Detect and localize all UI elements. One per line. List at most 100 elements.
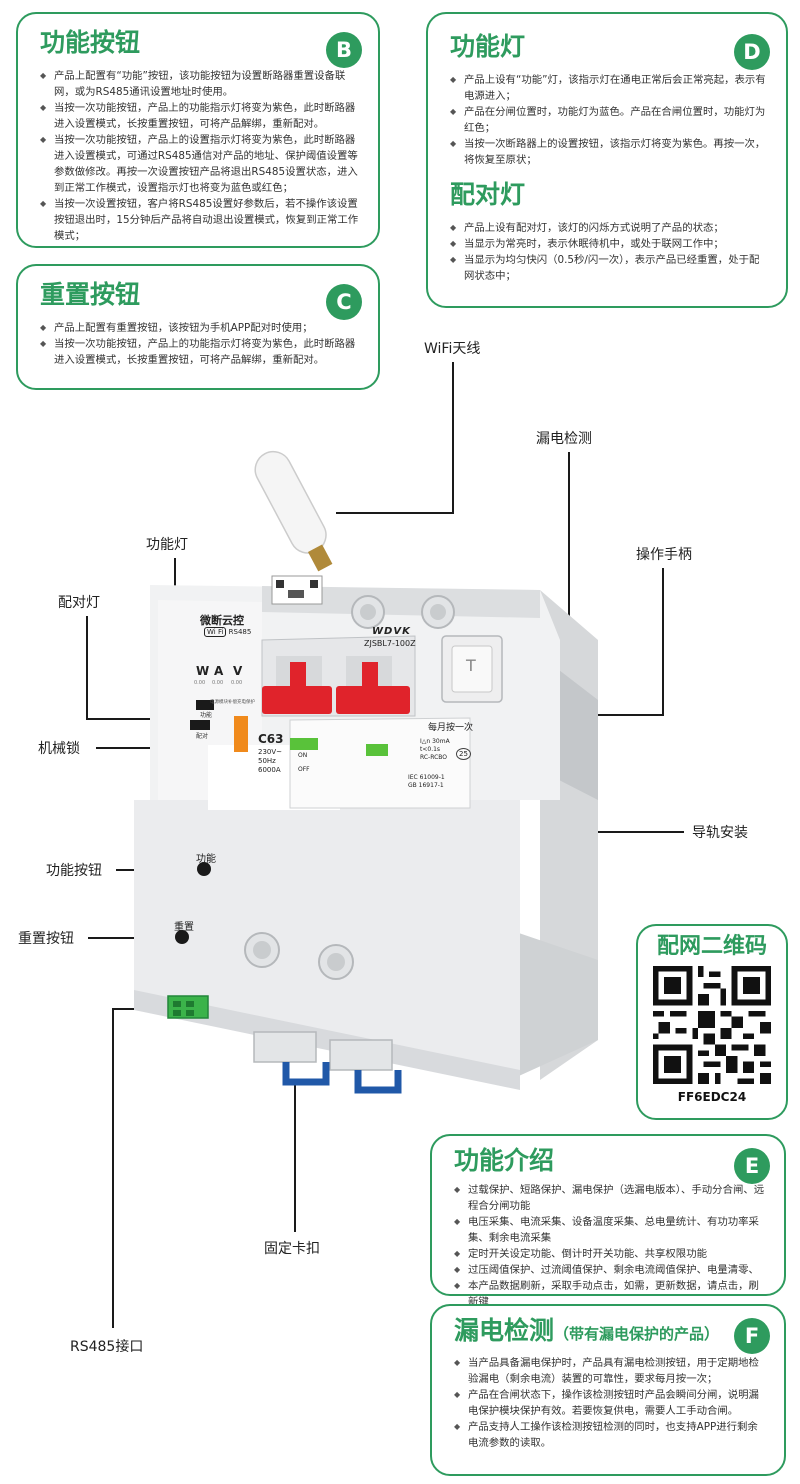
list-item: 电压采集、电流采集、设备温度采集、总电量统计、有功功率采集、剩余电流采集 xyxy=(454,1214,766,1246)
badge-c: C xyxy=(326,284,362,320)
leader-line xyxy=(452,362,454,514)
card-f-title-main: 漏电检测 xyxy=(454,1316,555,1345)
meter-v-icon: V xyxy=(233,664,243,678)
btn-func-label: 功能 xyxy=(196,854,216,865)
list-item: 产品支持人工操作该检测按钮检测的同时，也支持APP进行剩余电流参数的读取。 xyxy=(454,1419,766,1451)
model-number: ZJSBL7-100Z xyxy=(364,639,416,648)
list-item: 产品上配置有“功能”按钮，该功能按钮为设置断路器重置设备联网，或为RS485通讯… xyxy=(40,68,360,100)
list-item: 当按一次设置按钮，客户将RS485设置好参数后，若不操作该设置按钮退出时，15分… xyxy=(40,196,360,244)
card-e-title: 功能介绍 xyxy=(454,1146,555,1175)
leak-spec-3: RC-RCBO xyxy=(420,754,448,761)
qr-title: 配网二维码 xyxy=(656,934,767,959)
device-brand: 微断云控 xyxy=(200,614,244,627)
callout-pair-light: 配对灯 xyxy=(58,595,100,611)
meter-a-icon: A xyxy=(214,664,224,678)
leader-line xyxy=(408,714,664,716)
leak-spec-1: I△n 30mA xyxy=(420,738,450,745)
leader-line xyxy=(112,1010,114,1328)
small-print: 电源模块补偿充电保护 xyxy=(210,700,255,705)
card-e-list: 过载保护、短路保护、漏电保护（选漏电版本）、手动分合闸、远程合分闸功能 电压采集… xyxy=(454,1182,766,1310)
callout-mech-lock: 机械锁 xyxy=(38,741,80,757)
badge-b: B xyxy=(326,32,362,68)
leader-line xyxy=(486,668,570,670)
badge-d: D xyxy=(734,34,770,70)
meter-v-value: 0.00 xyxy=(231,680,243,686)
card-f-title: 漏电检测（带有漏电保护的产品） xyxy=(454,1314,766,1351)
list-item: 产品上设有“功能”灯，该指示灯在通电正常后会正常亮起，表示有电源进入； xyxy=(450,72,768,104)
leader-line xyxy=(88,937,180,939)
on-label: ON xyxy=(298,752,308,759)
btn-reset-label: 重置 xyxy=(174,922,194,933)
card-b-list: 产品上配置有“功能”按钮，该功能按钮为设置断路器重置设备联网，或为RS485通讯… xyxy=(40,68,360,244)
off-label: OFF xyxy=(298,766,310,773)
light-func-label: 功能 xyxy=(200,712,213,719)
list-item: 当产品具备漏电保护时，产品具有漏电检测按钮，用于定期地检验漏电（剩余电流）装置的… xyxy=(454,1355,766,1387)
card-c-list: 产品上配置有重置按钮，该按钮为手机APP配对时使用； 当按一次功能按钮，产品上的… xyxy=(40,320,360,368)
card-reset-button: C 重置按钮 产品上配置有重置按钮，该按钮为手机APP配对时使用； 当按一次功能… xyxy=(16,264,380,390)
model-logo: WDVK xyxy=(372,626,411,637)
callout-wifi-antenna: WiFi天线 xyxy=(424,341,481,357)
list-item: 当显示为常亮时，表示休眠待机中，或处于联网工作中； xyxy=(450,236,768,252)
leader-line xyxy=(174,558,176,702)
leak-spec-2: t<0.1s xyxy=(420,746,441,753)
card-d-list: 产品上设有“功能”灯，该指示灯在通电正常后会正常亮起，表示有电源进入； 产品在分… xyxy=(450,72,768,168)
callout-handle: 操作手柄 xyxy=(636,547,692,563)
list-item: 定时开关设定功能、倒计时开关功能、共享权限功能 xyxy=(454,1246,766,1262)
voltage-label: 230V~ xyxy=(258,748,283,756)
freq-label: 50Hz xyxy=(258,757,276,765)
leader-line xyxy=(568,831,684,833)
card-function-button: B 功能按钮 产品上配置有“功能”按钮，该功能按钮为设置断路器重置设备联网，或为… xyxy=(16,12,380,248)
leader-line xyxy=(568,452,570,670)
device-wifi-label: Wi Fi RS485 xyxy=(204,627,252,637)
card-f-list: 当产品具备漏电保护时，产品具有漏电检测按钮，用于定期地检验漏电（剩余电流）装置的… xyxy=(454,1355,766,1451)
qr-code-icon xyxy=(653,966,771,1084)
card-d-title-2: 配对灯 xyxy=(450,180,526,209)
list-item: 产品上配置有重置按钮，该按钮为手机APP配对时使用； xyxy=(40,320,360,336)
test-key-label: T xyxy=(466,656,476,675)
callout-reset-button: 重置按钮 xyxy=(18,931,74,947)
leader-line xyxy=(112,1008,170,1010)
badge-f: F xyxy=(734,1318,770,1354)
leader-line xyxy=(86,616,88,720)
monthly-text: 每月按一次 xyxy=(428,723,474,733)
capacity-label: 6000A xyxy=(258,766,281,774)
badge-e: E xyxy=(734,1148,770,1184)
leader-line xyxy=(294,1084,296,1232)
light-pair-label: 配对 xyxy=(196,733,209,740)
list-item: 当按一次功能按钮，产品上的功能指示灯将变为紫色，此时断路器进入设置模式，长按重置… xyxy=(40,336,360,368)
leader-line xyxy=(116,869,198,871)
list-item: 过载保护、短路保护、漏电保护（选漏电版本）、手动分合闸、远程合分闸功能 xyxy=(454,1182,766,1214)
list-item: 当按一次功能按钮，产品上的设置指示灯将变为紫色，此时断路器进入设置模式，可通过R… xyxy=(40,132,360,196)
wifi-badge: Wi Fi xyxy=(204,627,227,637)
card-d-list-2: 产品上设有配对灯，该灯的闪烁方式说明了产品的状态； 当显示为常亮时，表示休眠待机… xyxy=(450,220,768,284)
card-qr: 配网二维码 FF6EDC24 xyxy=(636,924,788,1120)
callout-function-button: 功能按钮 xyxy=(46,863,102,879)
meter-w-icon: W xyxy=(196,664,210,678)
meter-w-value: 0.00 xyxy=(194,680,206,686)
std-2: GB 16917-1 xyxy=(408,782,444,789)
callout-function-light: 功能灯 xyxy=(146,537,188,553)
leader-line xyxy=(336,512,454,514)
list-item: 产品在合闸状态下，操作该检测按钮时产品会瞬间分闸，说明漏电保护模块保护有效。若要… xyxy=(454,1387,766,1419)
rating-label: C63 xyxy=(258,732,284,746)
leader-line xyxy=(662,568,664,716)
list-item: 当显示为均匀快闪（0.5秒/闪一次），表示产品已经重置，处于配网状态中； xyxy=(450,252,768,284)
temp-label: 25 xyxy=(456,748,471,760)
callout-leak-test: 漏电检测 xyxy=(536,431,592,447)
qr-code-text: FF6EDC24 xyxy=(677,1090,747,1104)
card-leak-test: F 漏电检测（带有漏电保护的产品） 当产品具备漏电保护时，产品具有漏电检测按钮，… xyxy=(430,1304,786,1476)
list-item: 产品在分闸位置时，功能灯为蓝色。产品在合闸位置时，功能灯为红色； xyxy=(450,104,768,136)
std-1: IEC 61009-1 xyxy=(408,774,445,781)
callout-clip: 固定卡扣 xyxy=(264,1241,320,1257)
list-item: 当按一次断路器上的设置按钮，该指示灯将变为紫色。再按一次，将恢复至原状； xyxy=(450,136,768,168)
rs485-label: RS485 xyxy=(228,628,252,636)
leader-line xyxy=(86,718,194,720)
list-item: 过压阈值保护、过流阈值保护、剩余电流阈值保护、电量清零、 xyxy=(454,1262,766,1278)
meter-a-value: 0.00 xyxy=(212,680,224,686)
callout-rs485: RS485接口 xyxy=(70,1339,144,1355)
card-function-light: D 功能灯 产品上设有“功能”灯，该指示灯在通电正常后会正常亮起，表示有电源进入… xyxy=(426,12,788,308)
leader-line xyxy=(174,700,198,702)
leader-line xyxy=(96,747,234,749)
card-b-title: 功能按钮 xyxy=(40,28,141,57)
list-item: 产品上设有配对灯，该灯的闪烁方式说明了产品的状态； xyxy=(450,220,768,236)
